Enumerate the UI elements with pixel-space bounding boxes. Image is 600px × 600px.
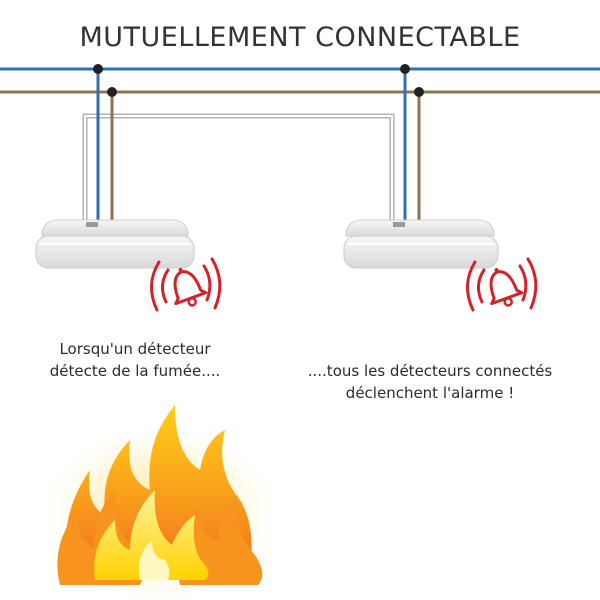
caption-right-line-1: ....tous les détecteurs connectés [307,362,553,380]
caption-left-line-2: détecte de la fumée.... [49,362,221,380]
junction-dot [400,64,410,74]
caption-right: ....tous les détecteurs connectés déclen… [280,360,580,404]
caption-left-line-1: Lorsqu'un détecteur [59,340,211,358]
smoke-detector-icon [35,219,195,269]
smoke-detector-icon [343,219,499,269]
interconnect-wire [82,113,395,222]
caption-left: Lorsqu'un détecteur détecte de la fumée.… [20,338,250,382]
junction-dot [107,87,117,97]
caption-right-line-2: déclenchent l'alarme ! [345,384,515,402]
sound-waves [466,257,538,312]
alarm-bell-icon [489,267,524,307]
junction-dot [93,64,103,74]
sound-waves [150,257,222,312]
flame-icon [35,405,285,600]
alarm-bell-icon [173,267,208,307]
junction-dot [414,87,424,97]
page-title: MUTUELLEMENT CONNECTABLE [79,22,521,53]
